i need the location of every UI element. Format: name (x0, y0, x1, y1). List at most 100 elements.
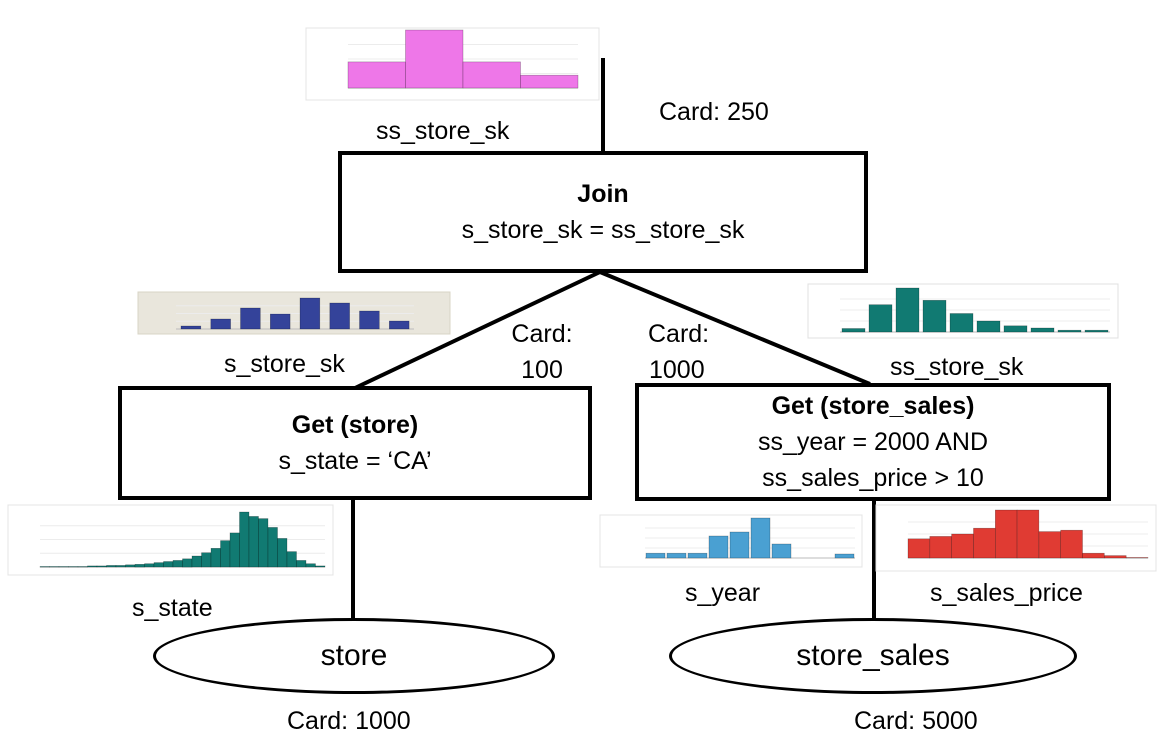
histogram-store-sales-s-year (599, 514, 863, 568)
join-condition: s_store_sk = ss_store_sk (461, 216, 745, 244)
get-store-histogram-bar (299, 297, 321, 330)
store-sales-year-histogram-bar (771, 543, 792, 559)
get-store-sales-histogram-bar (1030, 327, 1055, 333)
store-sales-year-histogram-bar (750, 517, 771, 559)
get-store-histogram-bar (210, 318, 231, 330)
store-sales-price-histogram-bar (1082, 552, 1105, 559)
join-histogram-attribute-label: ss_store_sk (376, 117, 510, 145)
store-state-histogram-bar (153, 562, 164, 568)
get-store-histogram-bar (180, 325, 202, 330)
histogram-store-sales-s-sales-price (875, 504, 1157, 572)
table-store-name: store (320, 639, 388, 672)
store-sales-price-histogram-bar (1016, 509, 1040, 559)
store-state-histogram-bar (163, 561, 174, 568)
store-state-histogram-bar (229, 532, 240, 568)
get-store-histogram-attribute-label: s_store_sk (224, 350, 345, 378)
store-state-histogram-bar (305, 563, 316, 568)
store-state-histogram-bar (58, 566, 69, 568)
get-store-title: Get (store) (291, 411, 419, 439)
get-store-histogram-bar (269, 313, 291, 330)
store-state-histogram-bar (210, 547, 221, 568)
store-state-histogram-bar (106, 565, 117, 568)
store-sales-year-histogram-bar (666, 552, 687, 559)
store-state-histogram-bar (277, 538, 288, 568)
store-sales-price-histogram-bar (951, 533, 974, 559)
store-histogram-attribute-label: s_state (132, 594, 213, 622)
store-sales-price-histogram-attribute-label: s_sales_price (930, 579, 1083, 607)
store-state-histogram-bar (267, 527, 278, 568)
store-state-histogram-bar (125, 564, 136, 568)
get-store-sales-histogram-bar (949, 313, 974, 333)
store-state-histogram-bar (96, 565, 107, 568)
store-state-histogram-bar (87, 565, 98, 568)
store-state-histogram-bar (68, 566, 79, 568)
store-sales-price-histogram-bar (907, 538, 931, 559)
store-sales-price-histogram-bar (929, 536, 952, 559)
get-store-card-label-line-2: 100 (521, 356, 563, 384)
store-sales-price-histogram-bar (994, 509, 1018, 559)
histogram-get-store-sales-ss-store-sk (807, 283, 1119, 339)
store-sales-price-histogram-bar (1104, 555, 1127, 559)
store-state-histogram-bar (286, 551, 297, 568)
get-store-sales-condition-2: ss_sales_price > 10 (762, 464, 984, 492)
store-sales-price-histogram-bar (1038, 531, 1062, 559)
join-title: Join (577, 180, 629, 208)
connector-join-to-get-store (354, 270, 601, 390)
store-sales-year-histogram-bar (729, 531, 750, 559)
join-histogram-bar (520, 74, 579, 89)
table-store-card-label: Card: 1000 (287, 707, 411, 735)
get-store-sales-histogram-bar (976, 320, 1001, 333)
table-store-sales-card-label: Card: 5000 (854, 707, 978, 735)
store-state-histogram-bar (239, 511, 250, 568)
get-store-sales-histogram-bar (922, 299, 947, 333)
get-store-histogram-bar (359, 310, 380, 330)
store-sales-price-histogram-bar (1060, 529, 1083, 559)
store-sales-year-histogram-bar (834, 553, 855, 559)
join-operator-box[interactable]: Join s_store_sk = ss_store_sk (338, 151, 868, 273)
get-store-sales-histogram-bar (1057, 329, 1082, 333)
store-sales-price-histogram-bar (973, 527, 996, 559)
get-store-operator-box[interactable]: Get (store) s_state = ‘CA’ (118, 386, 592, 500)
store-state-histogram-bar (172, 560, 183, 568)
get-store-sales-card-label-line-2: 1000 (649, 356, 705, 384)
get-store-sales-condition-1: ss_year = 2000 AND (758, 428, 988, 456)
get-store-sales-histogram-bar (1003, 325, 1028, 333)
join-histogram-bar (462, 61, 521, 89)
store-state-histogram-bar (49, 566, 60, 568)
join-histogram-bar (405, 29, 464, 89)
histogram-join-ss-store-sk (305, 27, 600, 101)
store-sales-year-histogram-bar (708, 535, 729, 559)
get-store-histogram-bar (240, 307, 261, 330)
get-store-sales-card-label-line-1: Card: (648, 320, 710, 348)
table-store-sales-node[interactable]: store_sales (669, 618, 1077, 694)
store-state-histogram-bar (315, 565, 326, 568)
store-state-histogram-bar (201, 552, 212, 568)
get-store-condition: s_state = ‘CA’ (278, 447, 432, 475)
table-store-node[interactable]: store (153, 618, 555, 694)
join-card-label: Card: 250 (659, 98, 769, 126)
store-sales-price-histogram-bar (1125, 557, 1149, 559)
get-store-sales-title: Get (store_sales) (771, 392, 975, 420)
join-histogram-bar (347, 61, 406, 89)
table-store-sales-name: store_sales (796, 639, 950, 672)
get-store-histogram-bar (329, 302, 350, 330)
store-state-histogram-bar (296, 560, 307, 568)
histogram-get-store-s-store-sk (137, 291, 451, 335)
get-store-sales-histogram-bar (1084, 329, 1109, 333)
store-state-histogram-bar (191, 555, 202, 568)
store-sales-year-histogram-bar (645, 552, 666, 559)
get-store-sales-histogram-bar (841, 328, 866, 333)
store-state-histogram-bar (39, 566, 50, 568)
get-store-sales-operator-box[interactable]: Get (store_sales) ss_year = 2000 AND ss_… (635, 383, 1111, 501)
connector-join-to-get-store-sales (599, 270, 871, 386)
store-state-histogram-bar (220, 540, 231, 568)
store-state-histogram-bar (115, 565, 126, 568)
histogram-store-s-state (7, 504, 334, 576)
store-sales-year-histogram-attribute-label: s_year (685, 579, 761, 607)
store-state-histogram-bar (77, 566, 88, 568)
store-state-histogram-bar (144, 563, 155, 568)
get-store-histogram-bar (388, 320, 410, 330)
store-state-histogram-bar (134, 563, 145, 568)
store-sales-year-histogram-bar (687, 552, 708, 559)
